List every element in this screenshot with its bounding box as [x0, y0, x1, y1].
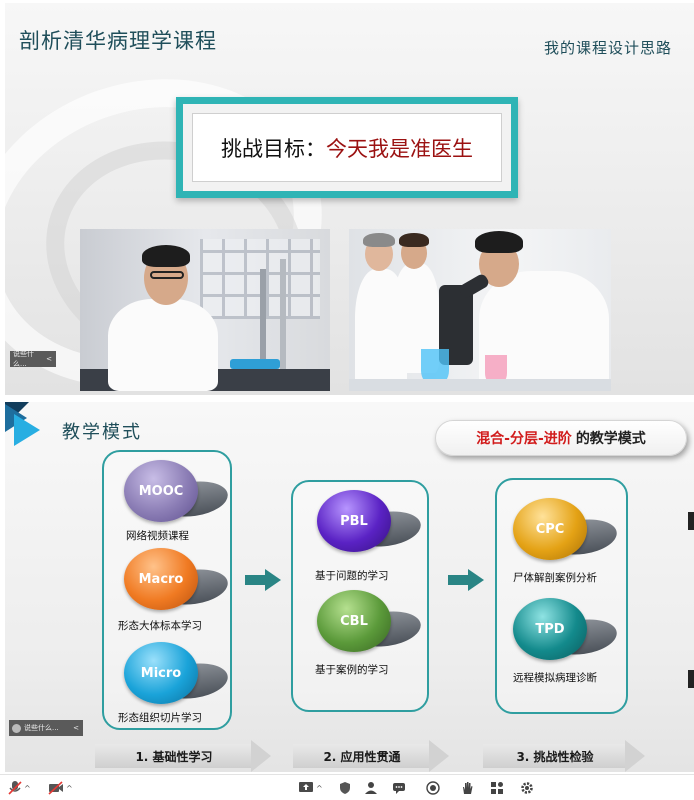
- play-triangle-icon: [14, 414, 40, 446]
- challenge-value: 今天我是准医生: [326, 136, 473, 161]
- flask-pink: [485, 355, 507, 385]
- apps-icon[interactable]: [490, 779, 504, 797]
- stage-arrow-2: 2. 应用性贯通: [293, 740, 449, 772]
- participants-icon[interactable]: [364, 779, 378, 797]
- security-icon[interactable]: [338, 779, 352, 797]
- challenge-label: 挑战目标：: [221, 136, 326, 161]
- meeting-toolbar: ^ ^ ^: [0, 774, 694, 800]
- arrow-right-icon: [245, 569, 281, 591]
- side-scroll-handle[interactable]: [688, 512, 694, 530]
- settings-gear-icon[interactable]: [520, 779, 534, 797]
- node-tpd: TPD: [513, 598, 633, 664]
- photo-doctors-microscope: [349, 229, 611, 391]
- node-pbl: PBL: [317, 490, 437, 556]
- chat-icon[interactable]: [392, 779, 406, 797]
- pill-text: 的教学模式: [575, 431, 646, 447]
- stage-label-3: 3. 挑战性检验: [483, 744, 627, 768]
- chevron-left-icon[interactable]: <: [73, 724, 79, 732]
- side-scroll-handle[interactable]: [688, 670, 694, 688]
- ball-cpc: CPC: [513, 498, 587, 560]
- ball-tpd: TPD: [513, 598, 587, 660]
- slide-title: 教学模式: [62, 422, 142, 443]
- node-macro: Macro: [124, 548, 244, 614]
- arrow-right-icon: [448, 569, 484, 591]
- record-icon[interactable]: [426, 779, 440, 797]
- slide-teaching-mode: 教学模式 混合-分层-进阶 的教学模式 MOOC 网络视频课程 Macro 形态…: [5, 402, 694, 772]
- node-micro: Micro: [124, 642, 244, 708]
- node-cbl: CBL: [317, 590, 437, 656]
- group-challenge-test: CPC 尸体解剖案例分析 TPD 远程模拟病理诊断: [495, 478, 628, 714]
- avatar-icon: [12, 723, 21, 733]
- glasses-shape: [150, 271, 184, 279]
- microphone-muted-icon[interactable]: ^: [8, 779, 31, 797]
- label-mooc: 网络视频课程: [126, 530, 189, 542]
- chevron-left-icon[interactable]: <: [46, 355, 52, 363]
- slide-course-design: 剖析清华病理学课程 我的课程设计思路 挑战目标： 今天我是准医生: [5, 3, 694, 395]
- label-cpc: 尸体解剖案例分析: [513, 572, 597, 584]
- teaching-mode-pill: 混合-分层-进阶 的教学模式: [435, 420, 687, 456]
- label-micro: 形态组织切片学习: [118, 712, 202, 724]
- stage-arrow-1: 1. 基础性学习: [95, 740, 271, 772]
- ball-macro: Macro: [124, 548, 198, 610]
- stage-arrow-3: 3. 挑战性检验: [483, 740, 645, 772]
- raise-hand-icon[interactable]: [460, 779, 474, 797]
- chevron-up-icon[interactable]: ^: [66, 783, 73, 793]
- label-pbl: 基于问题的学习: [315, 570, 389, 582]
- chat-caption-text: 说些什么...: [24, 724, 59, 732]
- chevron-up-icon[interactable]: ^: [24, 783, 31, 793]
- challenge-goal-inner: 挑战目标： 今天我是准医生: [192, 113, 502, 182]
- node-mooc: MOOC: [124, 460, 244, 526]
- stage-label-2: 2. 应用性贯通: [293, 744, 431, 768]
- group-basic-learning: MOOC 网络视频课程 Macro 形态大体标本学习 Micro 形态组织切片学…: [102, 450, 232, 730]
- chat-caption-bar[interactable]: 说些什么... <: [10, 350, 56, 368]
- pill-highlight-text: 混合-分层-进阶: [476, 431, 572, 447]
- slide-title: 剖析清华病理学课程: [19, 29, 217, 53]
- chat-caption-text: 说些什么...: [13, 350, 34, 368]
- node-cpc: CPC: [513, 498, 633, 564]
- label-cbl: 基于案例的学习: [315, 664, 389, 676]
- camera-off-icon[interactable]: ^: [48, 779, 73, 797]
- challenge-goal-box: 挑战目标： 今天我是准医生: [176, 97, 518, 198]
- share-screen-icon[interactable]: ^: [298, 779, 323, 797]
- ball-micro: Micro: [124, 642, 198, 704]
- label-macro: 形态大体标本学习: [118, 620, 202, 632]
- slide-subtitle: 我的课程设计思路: [543, 39, 672, 57]
- chevron-up-icon[interactable]: ^: [316, 783, 323, 793]
- chat-caption-bar[interactable]: 说些什么... <: [9, 720, 83, 736]
- photo-student-lab: [80, 229, 330, 391]
- label-tpd: 远程模拟病理诊断: [513, 672, 597, 684]
- ball-cbl: CBL: [317, 590, 391, 652]
- ball-mooc: MOOC: [124, 460, 198, 522]
- ball-pbl: PBL: [317, 490, 391, 552]
- group-applied-learning: PBL 基于问题的学习 CBL 基于案例的学习: [291, 480, 429, 712]
- stage-label-1: 1. 基础性学习: [95, 744, 253, 768]
